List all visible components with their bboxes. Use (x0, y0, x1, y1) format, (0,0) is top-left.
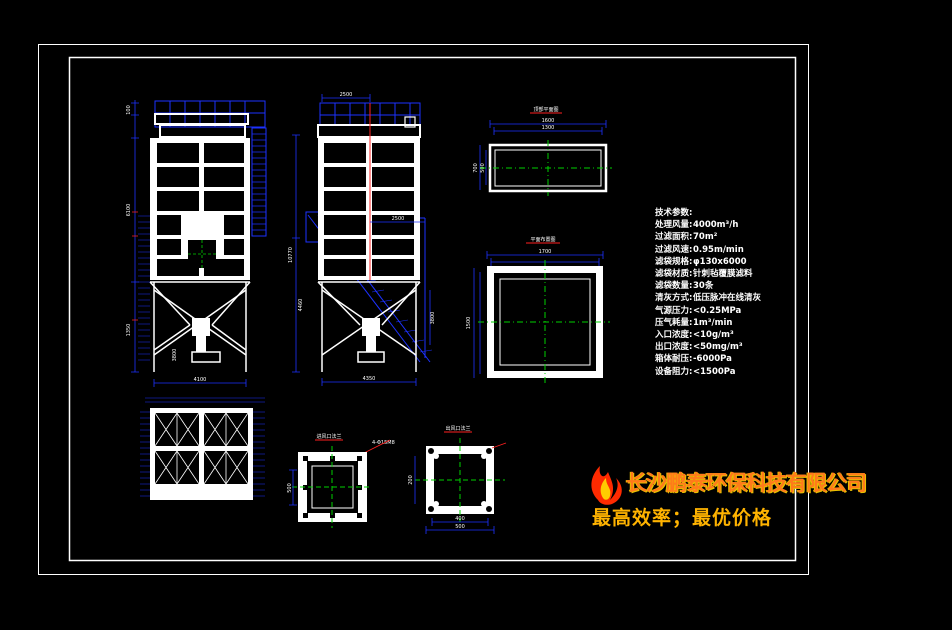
spec-row: 技术参数: (655, 207, 761, 219)
company-slogan: 最高效率；最优价格 (592, 507, 773, 529)
spec-value: <10g/m³ (693, 330, 734, 341)
side-mid-width-dim: 2500 (392, 216, 405, 222)
spec-value: -6000Pa (693, 354, 732, 365)
front-height-dim-3: 3800 (172, 349, 178, 362)
flange-b-width-dim-1: 400 (455, 516, 465, 522)
spec-key: 滤袋材质: (655, 269, 693, 280)
spec-key: 入口浓度: (655, 330, 693, 341)
front-height-dim-1: 1350 (126, 324, 132, 337)
top-view: 顶部平面图 1600 1300 500 700 (473, 106, 612, 196)
spec-row: 箱体耐压:-6000Pa (655, 353, 761, 365)
spec-value: 4000m³/h (693, 220, 739, 231)
top-width-dim-1: 1600 (542, 118, 555, 124)
spec-row: 过滤风速:0.95m/min (655, 244, 761, 256)
front-height-dim-4: 100 (126, 105, 132, 115)
spec-row: 滤袋数量:30条 (655, 280, 761, 292)
spec-row: 入口浓度:<10g/m³ (655, 329, 761, 341)
spec-key: 过滤风速: (655, 244, 693, 255)
top-height-dim-2: 700 (473, 163, 479, 173)
spec-value: 1m³/min (693, 317, 733, 328)
spec-value: 30条 (693, 281, 714, 292)
spec-key: 压气耗量: (655, 317, 693, 328)
spec-key: 滤袋数量: (655, 281, 693, 292)
spec-row: 设备阻力:<1500Pa (655, 366, 761, 378)
company-name: 长沙鹏泰环保科技有限公司 (626, 470, 867, 495)
spec-row: 滤袋材质:针刺毡覆膜滤料 (655, 268, 761, 280)
spec-key: 出口浓度: (655, 342, 693, 353)
front-width-dim: 4100 (194, 377, 207, 383)
flange-a-height-dim: 500 (287, 483, 293, 493)
base-plan-view (140, 397, 265, 500)
front-height-dim-2: 6100 (126, 204, 132, 217)
side-height-dim-3: 3800 (430, 312, 436, 325)
flange-a-title: 进风口法兰 (316, 433, 341, 440)
side-view: 2500 2500 4350 10770 4460 3800 (288, 92, 436, 386)
spec-row: 过滤面积:70m² (655, 231, 761, 243)
top-width-dim-2: 1300 (542, 125, 555, 131)
spec-value: 针刺毡覆膜滤料 (693, 269, 753, 280)
spec-row: 压气耗量:1m³/min (655, 317, 761, 329)
plan-view: 平面布置图 1700 1500 (466, 236, 610, 385)
spec-value: <50mg/m³ (693, 342, 743, 353)
spec-key: 箱体耐压: (655, 354, 693, 365)
spec-key: 气源压力: (655, 305, 693, 316)
flange-b-view: 出风口法兰 400 500 200 (408, 425, 507, 534)
spec-row: 气源压力:<0.25MPa (655, 305, 761, 317)
spec-row: 清灰方式:低压脉冲在线清灰 (655, 292, 761, 304)
spec-key: 过滤面积: (655, 232, 693, 243)
outer-frame (38, 44, 809, 575)
plan-view-title: 平面布置图 (530, 236, 555, 243)
spec-key: 技术参数: (655, 208, 693, 218)
spec-key: 清灰方式: (655, 293, 693, 304)
side-height-dim-2: 4460 (298, 299, 304, 312)
front-view: 4100 1350 6100 3800 100 (126, 100, 267, 387)
top-view-title: 顶部平面图 (533, 106, 558, 113)
spec-row: 滤袋规格:φ130x6000 (655, 256, 761, 268)
side-width-dim: 4350 (363, 376, 376, 382)
spec-value: 低压脉冲在线清灰 (693, 293, 762, 304)
flange-b-height-dim: 200 (408, 475, 414, 485)
side-height-dim-1: 10770 (288, 247, 294, 263)
spec-row: 处理风量:4000m³/h (655, 219, 761, 231)
spec-row: 出口浓度:<50mg/m³ (655, 341, 761, 353)
flame-logo-icon (591, 466, 622, 505)
plan-height-dim: 1500 (466, 317, 472, 330)
flange-b-title: 出风口法兰 (445, 425, 470, 432)
flange-a-view: 进风口法兰 4-Φ15M8 500 (287, 433, 395, 528)
flange-b-width-dim-2: 500 (455, 524, 465, 530)
spec-value: 0.95m/min (693, 244, 744, 255)
plan-width-dim: 1700 (539, 249, 552, 255)
spec-value: <1500Pa (693, 366, 736, 377)
spec-key: 处理风量: (655, 220, 693, 231)
spec-value: 70m² (693, 232, 718, 243)
side-top-width-dim: 2500 (340, 92, 353, 98)
spec-value: <0.25MPa (693, 305, 742, 316)
inner-frame (68, 56, 797, 562)
spec-key: 滤袋规格: (655, 256, 693, 267)
spec-key: 设备阻力: (655, 366, 693, 377)
spec-value: φ130x6000 (693, 256, 747, 267)
